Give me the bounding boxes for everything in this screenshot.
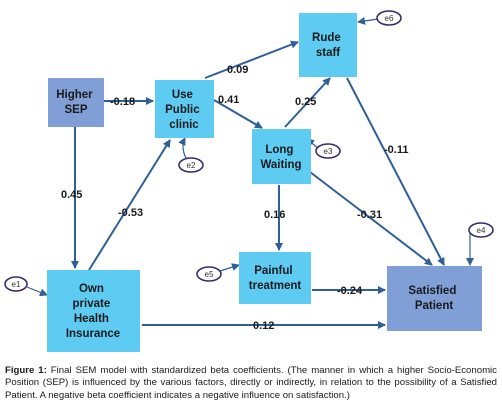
coef-insurance-to-satisfied: 0.12 [253,320,274,332]
arrow-clinic-to-waiting [213,99,263,129]
error-ellipse-e2 [178,157,204,173]
path-coefficients: -0.18 0.09 0.41 0.25 0.45 -0.53 -0.11 0.… [61,64,408,332]
coef-clinic-to-waiting: 0.41 [218,94,239,106]
arrow-waiting-to-satisfied [309,171,433,266]
node-rude-staff: Rude staff [299,13,357,77]
svg-text:Higher SEP: Higher SEP [56,89,96,116]
coef-clinic-to-rude: 0.09 [227,64,248,76]
error-label-e4: e4 [477,226,486,235]
path-arrows [71,40,445,329]
error-label-e1: e1 [12,280,21,289]
coef-waiting-to-satisfied: -0.31 [357,209,382,221]
error-ellipse-e3 [315,143,341,159]
coef-rude-to-satisfied: -0.11 [384,144,408,156]
coef-insurance-to-clinic: -0.53 [118,207,143,219]
error-label-e2: e2 [187,161,196,170]
coef-sep-to-clinic: -0.18 [110,96,135,108]
error-label-e5: e5 [205,270,214,279]
error-labels: e1 e2 e3 e4 e5 e6 [12,14,486,289]
figure-caption: Figure 1: Final SEM model with standardi… [5,365,497,402]
figure-caption-text: Final SEM model with standardized beta c… [5,365,497,401]
error-arrow-e5 [219,263,240,272]
node-long-waiting: Long Waiting [252,129,311,184]
node-higher-sep: Higher SEP [48,78,104,127]
svg-text:Use Public clinic: Use Public clinic [165,89,203,131]
coef-sep-to-insurance: 0.45 [61,189,82,201]
node-painful-treatment: Painful treatment [239,252,311,304]
error-ellipse-e1 [4,276,28,292]
node-use-public-clinic: Use Public clinic [155,80,214,138]
svg-text:Satisfied Patient: Satisfied Patient [408,285,459,312]
error-label-e6: e6 [385,14,394,23]
figure-caption-label: Figure 1: [5,365,47,376]
sem-diagram: Higher SEP Use Public clinic Rude staff … [4,10,494,352]
arrow-insurance-to-clinic [88,139,171,271]
error-ellipse-e5 [196,266,222,282]
coef-waiting-to-rude: 0.25 [295,96,316,108]
arrow-waiting-to-rude [284,77,331,128]
svg-text:Own private Health: Own private Health Insurance [66,283,120,340]
coef-waiting-to-painful: 0.16 [264,209,285,221]
node-satisfied-patient: Satisfied Patient [387,266,482,331]
arrow-clinic-to-rude [204,40,299,79]
error-arrow-e6 [357,17,379,25]
error-label-e3: e3 [324,147,333,156]
node-own-private-health-insurance: Own private Health Insurance [47,270,140,352]
svg-text:Rude staff: Rude staff [312,32,344,59]
svg-text:Painful treatment: Painful treatment [249,265,302,292]
coef-painful-to-satisfied: -0.24 [337,285,363,297]
error-terms [4,10,494,292]
error-ellipse-e4 [468,222,494,238]
svg-text:Long Waiting: Long Waiting [260,144,301,171]
error-ellipse-e6 [376,10,402,26]
error-arrow-e1 [26,286,48,297]
arrow-rude-to-satisfied [346,77,445,266]
